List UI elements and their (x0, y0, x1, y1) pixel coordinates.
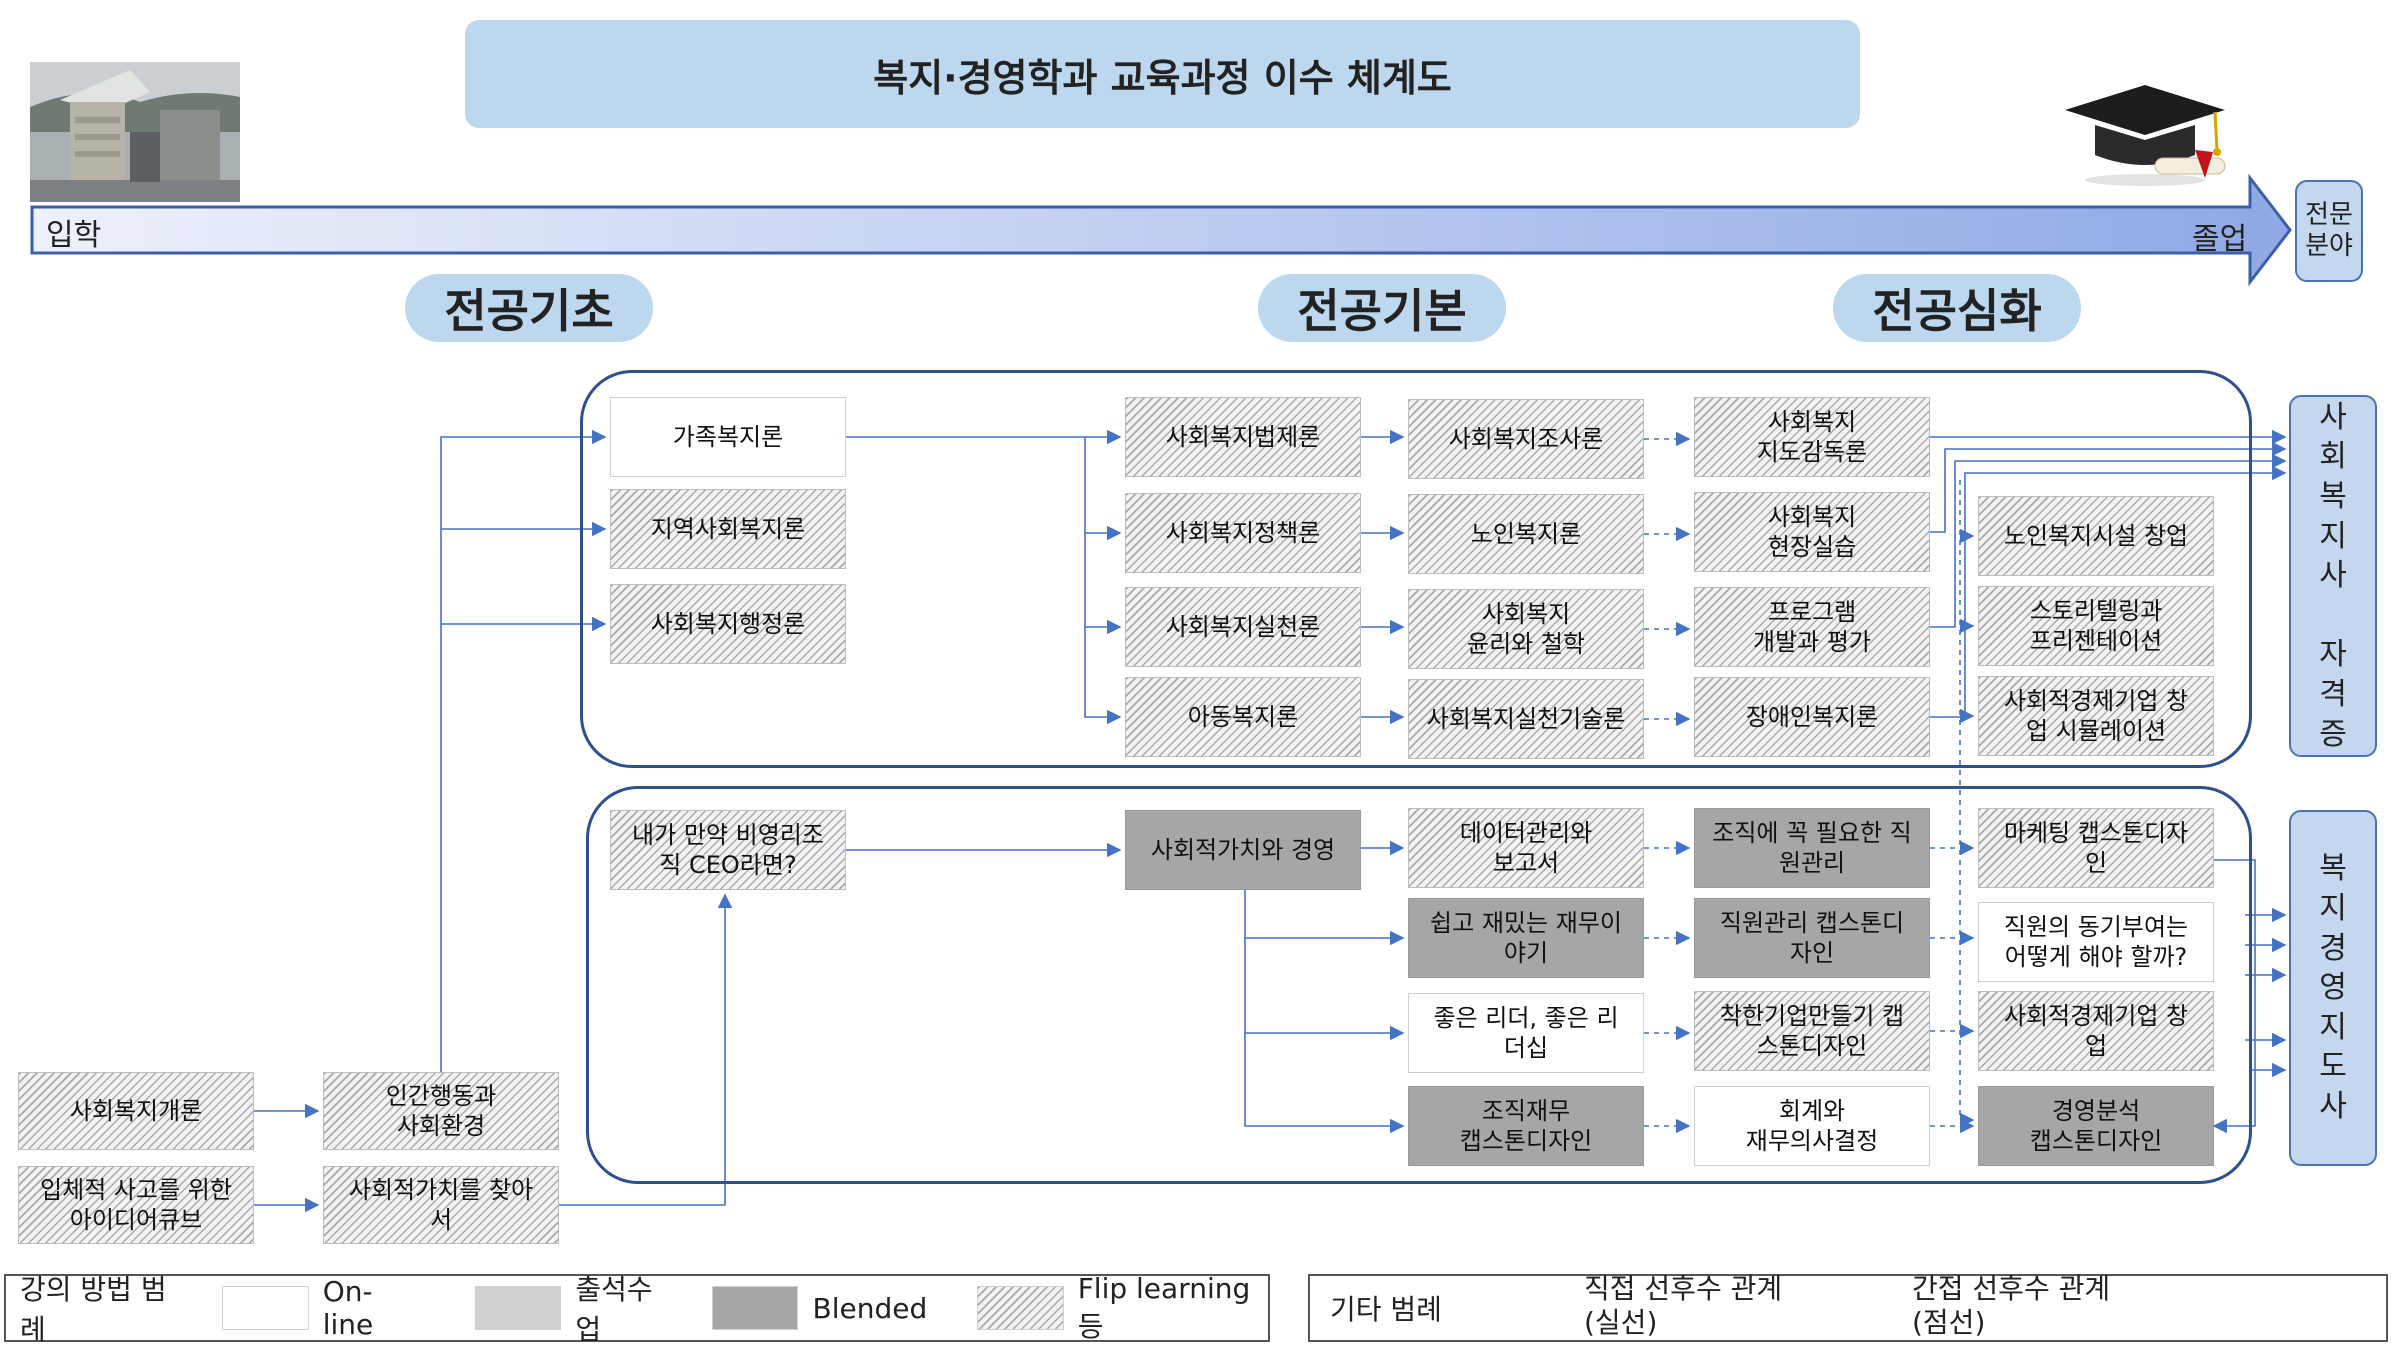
professional-field-label: 전문 분야 (2305, 199, 2353, 261)
legend-attendance-label: 출석수업 (575, 1273, 653, 1346)
legend-other-title: 기타 범례 (1330, 1293, 1442, 1326)
course-practice-skills: 사회복지실천기술론 (1408, 679, 1644, 759)
course-child-welfare: 아동복지론 (1125, 677, 1361, 757)
course-good-company-capstone: 착한기업만들기 캡 스톤디자인 (1694, 991, 1930, 1071)
graduation-cap-icon (2055, 80, 2235, 190)
welfare-mgmt-instructor-box: 복 지 경 영 지 도 사 (2289, 810, 2377, 1166)
course-family-welfare: 가족복지론 (610, 397, 846, 477)
course-elderly-welfare: 노인복지론 (1408, 494, 1644, 574)
legend-online-label: On-line (322, 1275, 374, 1341)
course-social-value-mgmt: 사회적가치와 경영 (1125, 810, 1361, 890)
course-intro-social-welfare: 사회복지개론 (18, 1072, 254, 1150)
course-data-mgmt: 데이터관리와 보고서 (1408, 808, 1644, 888)
legend-blended-label: Blended (812, 1291, 928, 1325)
course-storytelling: 스토리텔링과 프리젠테이션 (1978, 586, 2214, 666)
course-accounting: 회계와 재무의사결정 (1694, 1086, 1930, 1166)
timeline-arrow (30, 173, 2292, 287)
course-motivation: 직원의 동기부여는 어떻게 해야 할까? (1978, 902, 2214, 982)
stage-major-basic: 전공기초 (405, 274, 653, 342)
course-social-enterprise-startup: 사회적경제기업 창 업 (1978, 991, 2214, 1071)
legend-attendance-swatch (474, 1286, 562, 1330)
legend-blended-swatch (712, 1286, 799, 1330)
direct-prerequisite-arrow-5 (559, 893, 733, 1206)
direct-prerequisite-arrow-2 (440, 429, 607, 1072)
direct-prerequisite-arrow-26 (2212, 859, 2256, 1134)
course-welfare-policy: 사회복지정책론 (1125, 493, 1361, 573)
course-nonprofit-ceo: 내가 만약 비영리조 직 CEO라면? (610, 810, 846, 890)
other-legend: 기타 범례 직접 선후수 관계 (실선) 간접 선후수 관계 (점선) (1308, 1272, 2388, 1342)
direct-prerequisite-arrow-23 (1244, 890, 1405, 1134)
course-business-analysis-capstone: 경영분석 캡스톤디자인 (1978, 1086, 2214, 1166)
course-welfare-ethics: 사회복지 윤리와 철학 (1408, 589, 1644, 669)
course-marketing-capstone: 마케팅 캡스톤디자 인 (1978, 808, 2214, 888)
legend-direct-label: 직접 선후수 관계 (실선) (1584, 1272, 1783, 1339)
stage-major-core: 전공기본 (1258, 274, 1506, 342)
course-human-behavior: 인간행동과 사회환경 (323, 1072, 559, 1150)
management-track-region (586, 786, 2252, 1184)
legend-method-title: 강의 방법 범례 (20, 1273, 167, 1346)
legend-flip-swatch (977, 1286, 1064, 1330)
direct-prerequisite-arrow-7 (1084, 437, 1122, 725)
stage-major-advanced: 전공심화 (1833, 274, 2081, 342)
lecture-method-legend: 강의 방법 범례 On-line 출석수업 Blended Flip learn… (4, 1271, 1270, 1346)
course-org-finance-capstone: 조직재무 캡스톤디자인 (1408, 1086, 1644, 1166)
course-elderly-facility-startup: 노인복지시설 창업 (1978, 496, 2214, 576)
legend-flip-label: Flip learning 등 (1077, 1271, 1251, 1343)
course-supervision: 사회복지 지도감독론 (1694, 397, 1930, 477)
course-social-enterprise-sim: 사회적경제기업 창 업 시뮬레이션 (1978, 676, 2214, 756)
course-community-welfare: 지역사회복지론 (610, 489, 846, 569)
social-worker-license-box: 사 회 복 지 사 자 격 증 (2289, 395, 2377, 757)
course-good-leader: 좋은 리더, 좋은 리 더십 (1408, 993, 1644, 1073)
direct-prerequisite-arrow-16 (1930, 453, 2287, 628)
course-hr-capstone: 직원관리 캡스톤디 자인 (1694, 898, 1930, 978)
course-easy-finance: 쉽고 재밌는 재무이 야기 (1408, 898, 1644, 978)
campus-gate-photo (30, 62, 240, 202)
course-hr-mgmt: 조직에 꼭 필요한 직 원관리 (1694, 808, 1930, 888)
direct-prerequisite-arrow-17 (1930, 465, 2287, 718)
course-finding-social-value: 사회적가치를 찾아 서 (323, 1166, 559, 1244)
legend-online-swatch (222, 1286, 309, 1330)
course-field-practice: 사회복지 현장실습 (1694, 492, 1930, 572)
course-idea-cube: 입체적 사고를 위한 아이디어큐브 (18, 1166, 254, 1244)
timeline-start-label: 입학 (46, 218, 102, 253)
professional-field-box: 전문 분야 (2295, 180, 2363, 282)
indirect-prerequisite-arrow-12 (1959, 480, 1975, 1128)
course-welfare-research: 사회복지조사론 (1408, 399, 1644, 479)
course-program-dev: 프로그램 개발과 평가 (1694, 587, 1930, 667)
welfare-track-region (580, 370, 2252, 768)
course-disability-welfare: 장애인복지론 (1694, 677, 1930, 757)
timeline-end-label: 졸업 (2192, 222, 2248, 257)
legend-indirect-label: 간접 선후수 관계 (점선) (1912, 1272, 2111, 1339)
course-welfare-law: 사회복지법제론 (1125, 397, 1361, 477)
course-welfare-practice: 사회복지실천론 (1125, 587, 1361, 667)
direct-prerequisite-arrow-15 (1930, 441, 2287, 533)
course-welfare-admin: 사회복지행정론 (610, 584, 846, 664)
page-title: 복지·경영학과 교육과정 이수 체계도 (465, 20, 1860, 128)
